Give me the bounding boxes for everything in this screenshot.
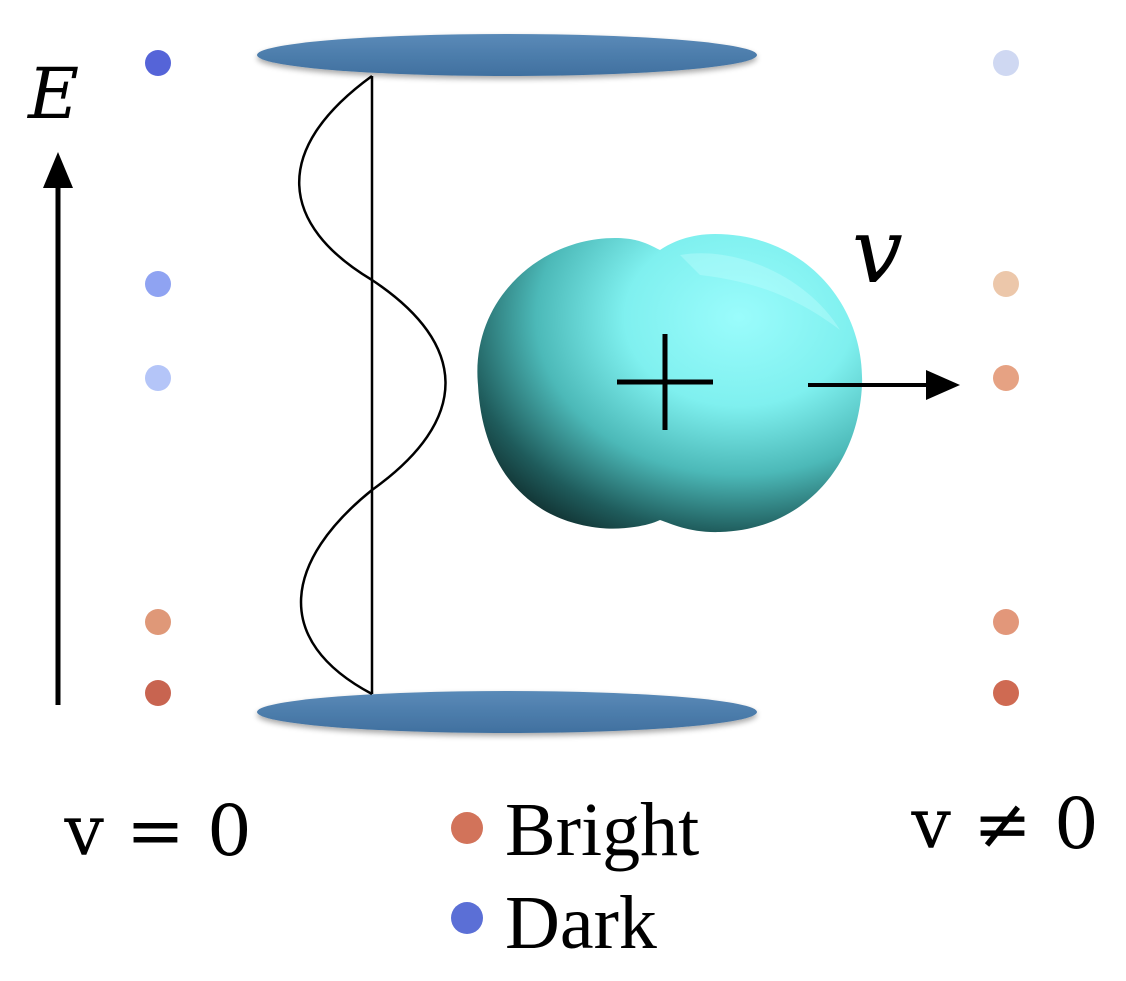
velocity-arrowhead xyxy=(926,370,960,400)
left-column-label: v = 0 xyxy=(63,790,251,872)
top-mirror xyxy=(257,34,757,76)
left-level-dot-dark xyxy=(145,50,171,76)
right-level-dot-bright xyxy=(993,365,1019,391)
levels-right-column xyxy=(993,50,1019,706)
left-level-dot-bright xyxy=(145,609,171,635)
velocity-label: v xyxy=(852,199,903,304)
molecule xyxy=(477,234,863,533)
left-level-dot-dark xyxy=(145,271,171,297)
legend-dark-label: Dark xyxy=(505,881,657,965)
levels-left-column xyxy=(145,50,171,706)
right-level-dot-bright xyxy=(993,271,1019,297)
right-level-dot-bright xyxy=(993,680,1019,706)
legend-bright-label: Bright xyxy=(505,788,699,872)
legend-dark-dot xyxy=(451,902,483,934)
right-column-label: v ≠ 0 xyxy=(910,783,1098,865)
energy-axis-label: E xyxy=(26,53,79,135)
left-level-dot-dark xyxy=(145,365,171,391)
energy-axis-arrowhead xyxy=(43,152,73,188)
legend-bright-dot xyxy=(451,812,483,844)
cavity-mode xyxy=(298,74,447,696)
bottom-mirror xyxy=(257,691,757,733)
legend: Bright Dark xyxy=(451,788,699,965)
velocity-indicator: v xyxy=(808,199,960,400)
energy-axis: E xyxy=(26,53,79,705)
left-level-dot-bright xyxy=(145,680,171,706)
right-level-dot-dark xyxy=(993,50,1019,76)
molecule-highlight xyxy=(680,253,840,330)
standing-wave xyxy=(298,74,447,696)
right-level-dot-bright xyxy=(993,609,1019,635)
